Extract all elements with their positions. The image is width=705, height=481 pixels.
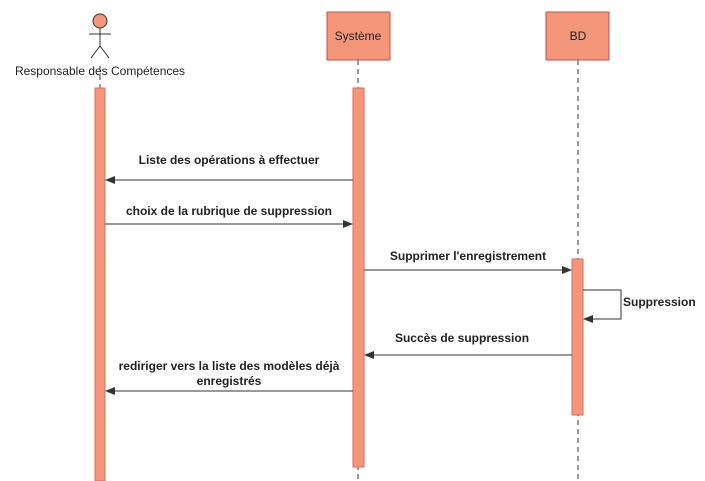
db-activation-bar <box>571 258 584 416</box>
message-label-choose-deletion: choix de la rubrique de suppression <box>126 204 332 218</box>
message-label-deletion-success: Succès de suppression <box>395 331 529 345</box>
actor-figure-icon[interactable] <box>89 13 111 59</box>
message-arrow-self-deletion[interactable] <box>583 289 622 323</box>
db-participant-name: BD <box>570 29 587 43</box>
message-label-operations-list: Liste des opérations à effectuer <box>139 153 320 167</box>
message-label-redirect-line1: rediriger vers la liste des modèles déjà <box>119 359 340 373</box>
actor-name: Responsable des Compétences <box>15 64 185 78</box>
db-participant-box[interactable] <box>545 11 610 61</box>
system-activation-bar <box>352 87 365 468</box>
system-participant-box[interactable] <box>326 11 391 61</box>
system-participant-name: Système <box>335 29 382 43</box>
message-label-redirect-line2: enregistrés <box>197 374 262 388</box>
message-label-delete-record: Supprimer l'enregistrement <box>390 249 546 263</box>
actor-activation-bar <box>94 87 106 481</box>
message-label-self-deletion: Suppression <box>623 295 696 309</box>
